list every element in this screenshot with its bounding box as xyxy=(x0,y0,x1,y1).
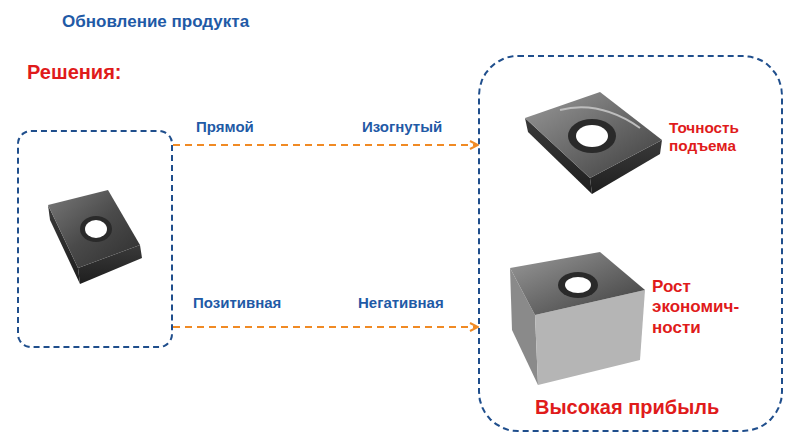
edge-label: Позитивная xyxy=(193,294,281,311)
insert-straight xyxy=(48,190,142,284)
label-text: Изогнутый xyxy=(362,118,442,135)
edge-label: Прямой xyxy=(196,118,254,135)
insert-curved xyxy=(525,92,662,194)
dashed-arrow xyxy=(173,326,478,328)
title: Обновление продукта xyxy=(62,12,249,32)
dashed-arrow xyxy=(173,144,478,146)
label-text: Негативная xyxy=(358,294,444,311)
label-text: Решения: xyxy=(27,61,121,84)
insert-negative xyxy=(510,252,645,385)
dashed-box: Точность подъемаРост экономич- ностиВысо… xyxy=(478,55,783,432)
node-text: Рост экономич- ности xyxy=(652,277,752,338)
node-text: Высокая прибыль xyxy=(535,395,765,419)
dashed-box xyxy=(17,130,173,348)
node-text: Точность подъема xyxy=(669,119,781,156)
